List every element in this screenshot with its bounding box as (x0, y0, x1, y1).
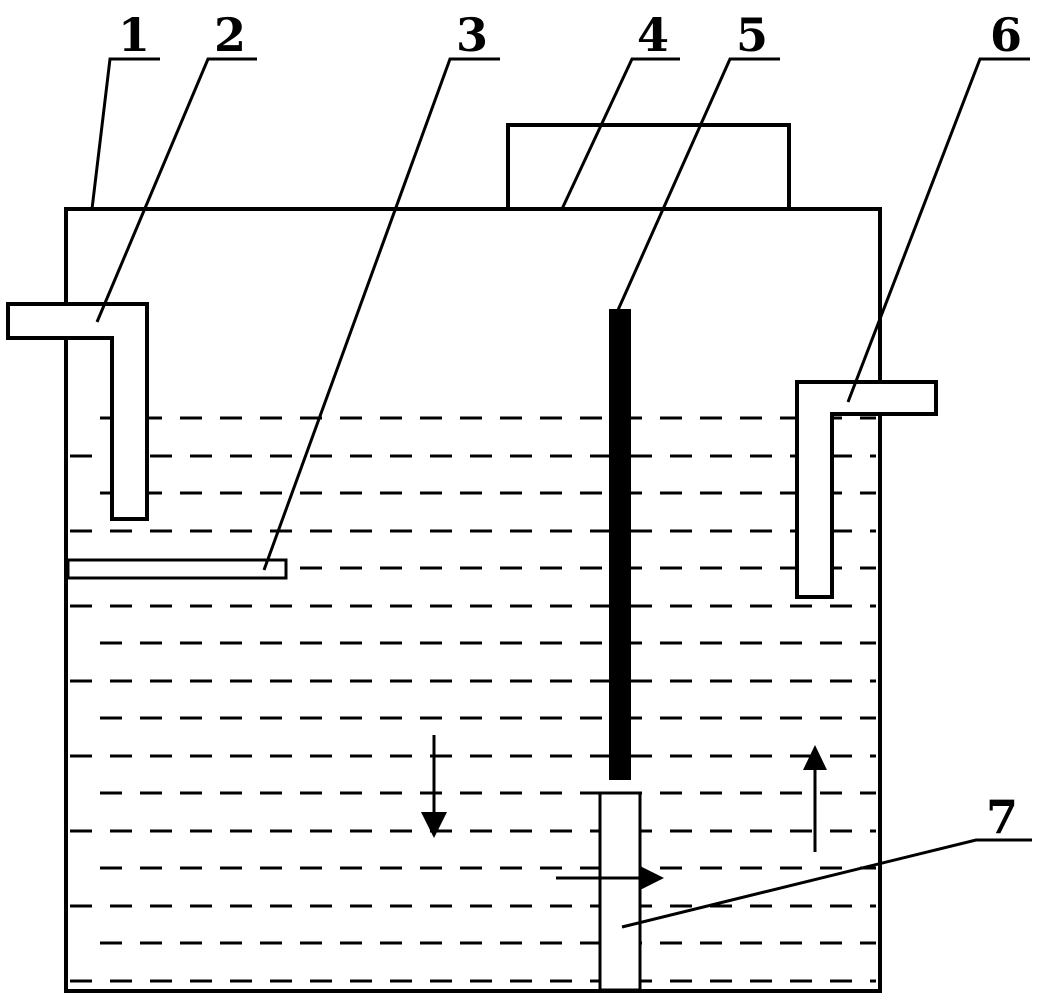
label-5: 5 (736, 8, 768, 62)
flow-arrow-right (556, 866, 664, 890)
tank-body (64, 207, 882, 993)
leader-line-5 (616, 57, 780, 311)
leader-line-1 (90, 57, 160, 210)
outlet-pipe (795, 380, 938, 599)
liquid-lines (70, 416, 876, 983)
label-6: 6 (990, 8, 1022, 62)
leader-line-7 (621, 838, 1032, 929)
leader-line-3 (262, 57, 500, 571)
horizontal-plate (66, 558, 288, 580)
leader-line-4 (560, 57, 680, 210)
label-3: 3 (456, 8, 488, 62)
label-4: 4 (637, 8, 669, 62)
leader-line-2 (95, 57, 257, 323)
baffle-plate (609, 309, 631, 780)
label-2: 2 (214, 8, 246, 62)
inlet-pipe (6, 302, 149, 521)
label-1: 1 (118, 8, 150, 62)
leader-line-6 (846, 57, 1030, 403)
bottom-channel (598, 791, 642, 992)
flow-arrow-up (803, 745, 827, 852)
top-box (506, 123, 791, 209)
flow-arrow-down (421, 735, 447, 838)
label-7: 7 (986, 790, 1018, 844)
